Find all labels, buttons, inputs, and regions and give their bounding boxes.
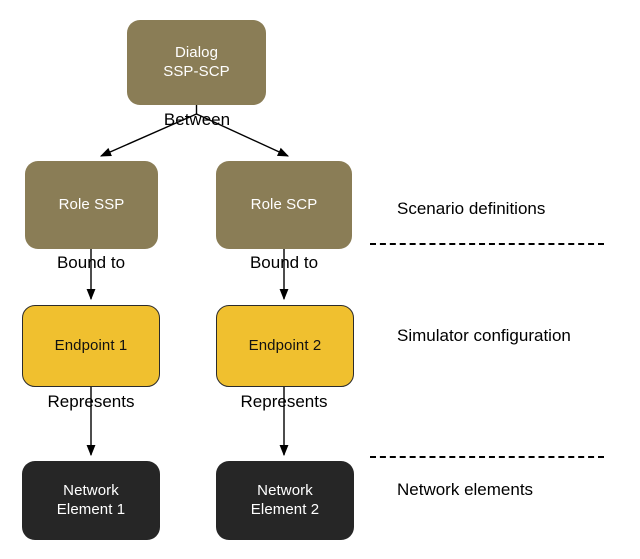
band-label-network-elements: Network elements [397,480,534,499]
edge-label-between: Between [163,110,231,129]
node-endpoint-2[interactable]: Endpoint 2 [216,305,354,387]
node-role-ssp[interactable]: Role SSP [25,161,158,249]
node-endpoint-1[interactable]: Endpoint 1 [22,305,160,387]
edge-label-bound-to-2: Bound to [249,253,319,272]
divider-scenario-simulator [370,243,604,245]
node-dialog-ssp-scp[interactable]: Dialog SSP-SCP [127,20,266,105]
edge-label-represents-1: Represents [47,392,135,411]
edge-label-bound-to-1: Bound to [56,253,126,272]
band-label-scenario-definitions: Scenario definitions [397,199,546,218]
divider-simulator-network [370,456,604,458]
band-label-simulator-configuration: Simulator configuration [397,326,571,345]
node-network-element-1[interactable]: Network Element 1 [22,461,160,540]
node-role-scp[interactable]: Role SCP [216,161,352,249]
node-network-element-2[interactable]: Network Element 2 [216,461,354,540]
edge-label-represents-2: Represents [240,392,328,411]
